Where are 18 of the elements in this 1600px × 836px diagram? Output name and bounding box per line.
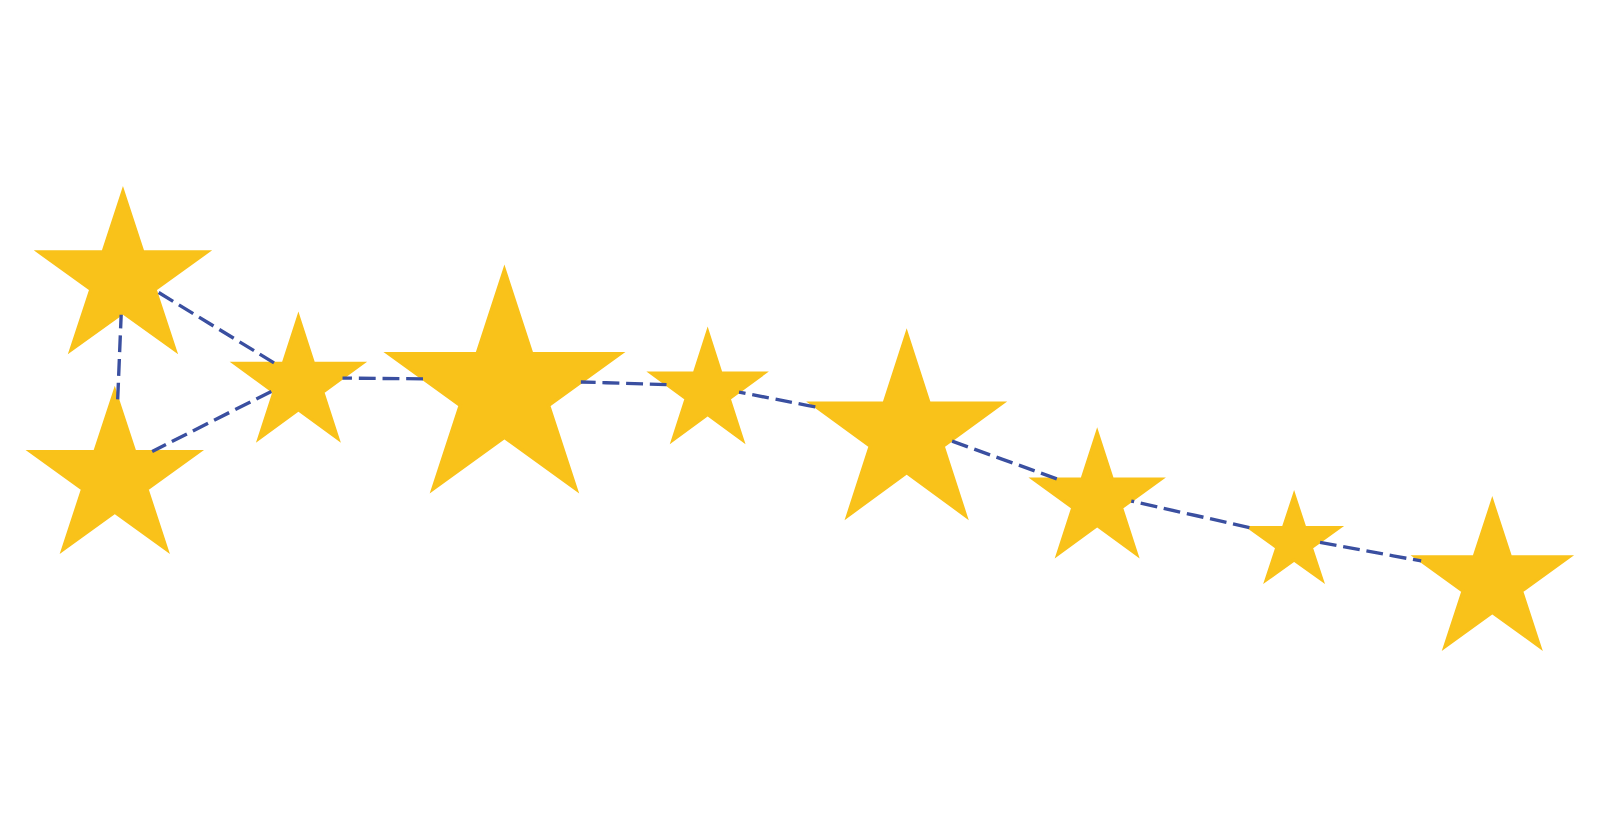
node-star — [646, 325, 769, 444]
connector — [738, 389, 816, 408]
connector — [950, 438, 1058, 480]
connector — [154, 288, 275, 364]
node-star — [1244, 489, 1345, 584]
node-star — [1028, 426, 1166, 558]
node-star — [1410, 495, 1575, 650]
node-star — [383, 263, 626, 493]
connector — [580, 379, 667, 386]
node-star — [806, 327, 1008, 520]
connector — [151, 388, 273, 452]
node-star — [229, 310, 368, 442]
connector — [1130, 498, 1250, 529]
connector — [116, 313, 123, 399]
connector — [1319, 539, 1422, 562]
connector — [342, 375, 423, 380]
node-star — [25, 384, 205, 553]
node-star — [33, 185, 213, 354]
